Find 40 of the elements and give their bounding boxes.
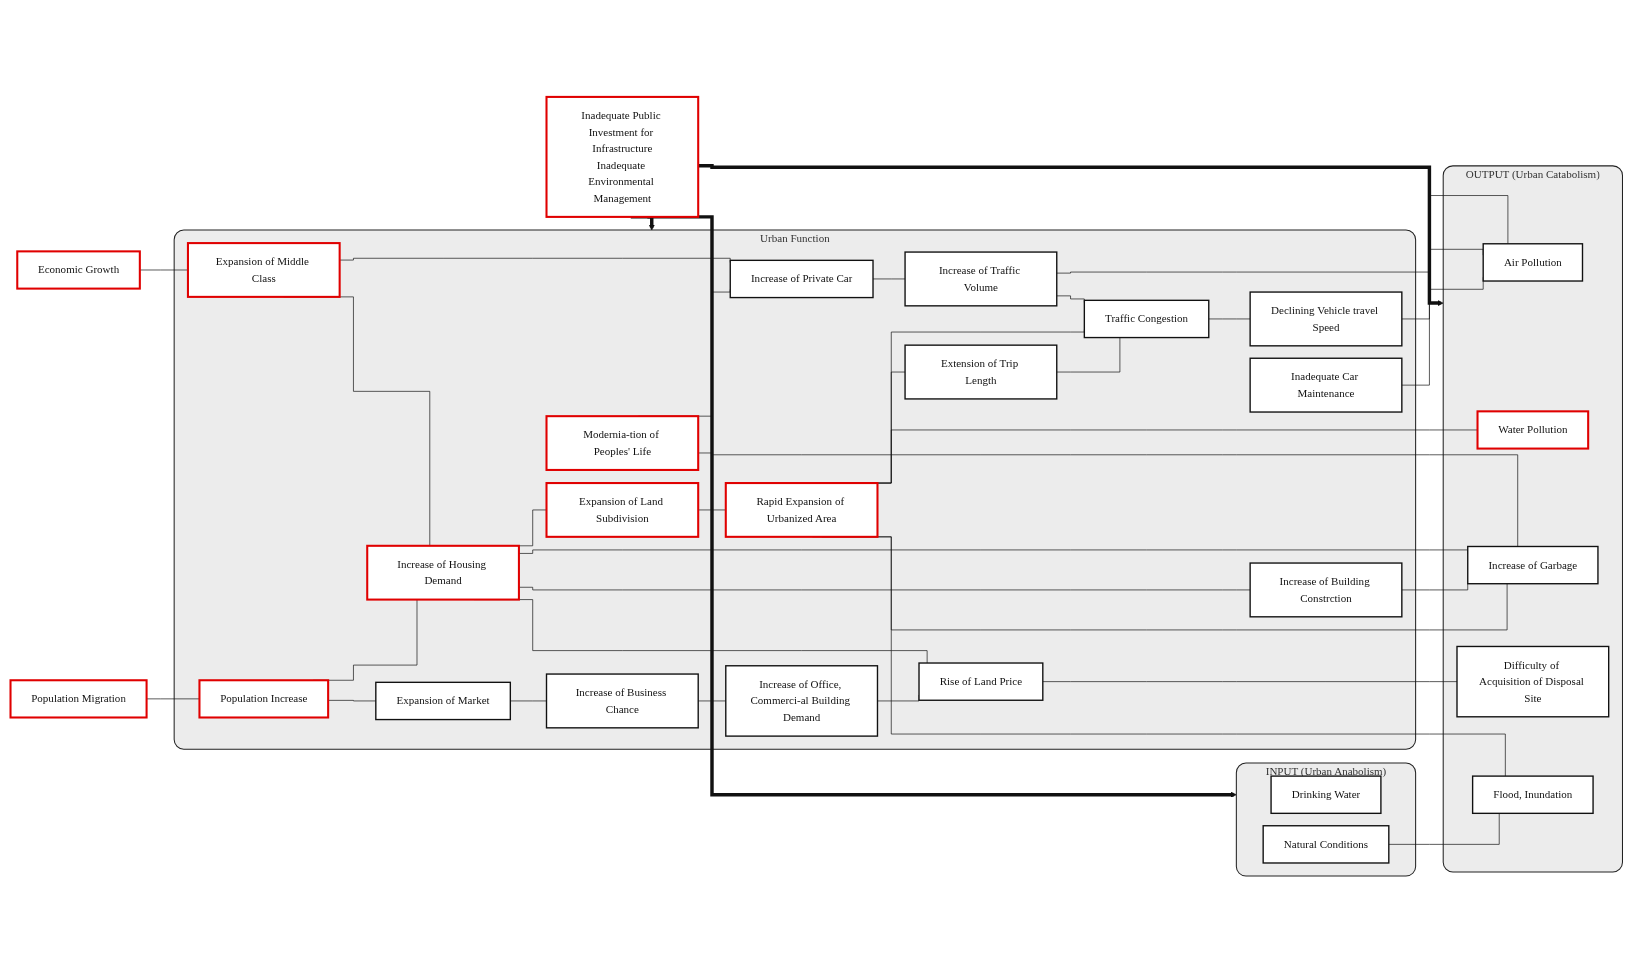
node-box: Increase of Private Car: [729, 259, 874, 299]
connector: [1401, 582, 1469, 591]
node-box: Air Pollution: [1482, 243, 1584, 282]
node-box: Expansion of Land Subdivision: [545, 482, 700, 538]
node-box: Increase of Traffic Volume: [904, 251, 1058, 307]
connector: [1401, 248, 1484, 320]
node-box: Drinking Water: [1270, 775, 1382, 815]
node-box: Rise of Land Price: [918, 662, 1044, 701]
node-box: Increase of Housing Demand: [366, 544, 520, 601]
connector: [339, 257, 731, 263]
node-box: Increase of Building Constrction: [1249, 562, 1403, 618]
node-box: Population Increase: [198, 679, 330, 719]
node-box: Difficulty of Acquisition of Disposal Site: [1456, 645, 1610, 718]
connector: [146, 698, 200, 700]
connector: [510, 700, 547, 702]
node-box: Expansion of Middle Class: [186, 242, 341, 298]
node-box: Increase of Garbage: [1467, 545, 1599, 585]
node-box: Traffic Congestion: [1083, 299, 1210, 339]
connector: [1388, 813, 1500, 845]
connector: [1056, 195, 1509, 274]
connector: [1056, 337, 1121, 373]
node-box: Extension of Trip Length: [904, 344, 1058, 400]
node-box: Expansion of Market: [375, 681, 511, 721]
node-box: Inadequate Public Investment for Infrastructure Inadequate Environmental Management: [545, 95, 700, 218]
node-box: Water Pollution: [1476, 410, 1590, 450]
node-box: Population Migration: [9, 679, 148, 719]
node-box: Natural Conditions: [1262, 825, 1390, 864]
node-box: Increase of Business Chance: [545, 673, 699, 729]
connector: [1042, 681, 1458, 682]
node-box: Flood, Inundation: [1471, 775, 1594, 815]
node-box: Inadequate Car Maintenance: [1249, 357, 1403, 413]
node-box: Rapid Expansion of Urbanized Area: [724, 482, 879, 538]
node-box: Economic Growth: [16, 250, 141, 290]
connector: [518, 586, 1251, 591]
node-box: Increase of Office, Commerci-al Building Demand: [725, 665, 879, 737]
connector: [1056, 295, 1085, 303]
node-box: Modernia-tion of Peoples' Life: [545, 415, 700, 471]
connector: [1208, 318, 1251, 320]
arrow: [698, 163, 1444, 307]
node-box: Declining Vehicle travel Speed: [1249, 291, 1403, 347]
